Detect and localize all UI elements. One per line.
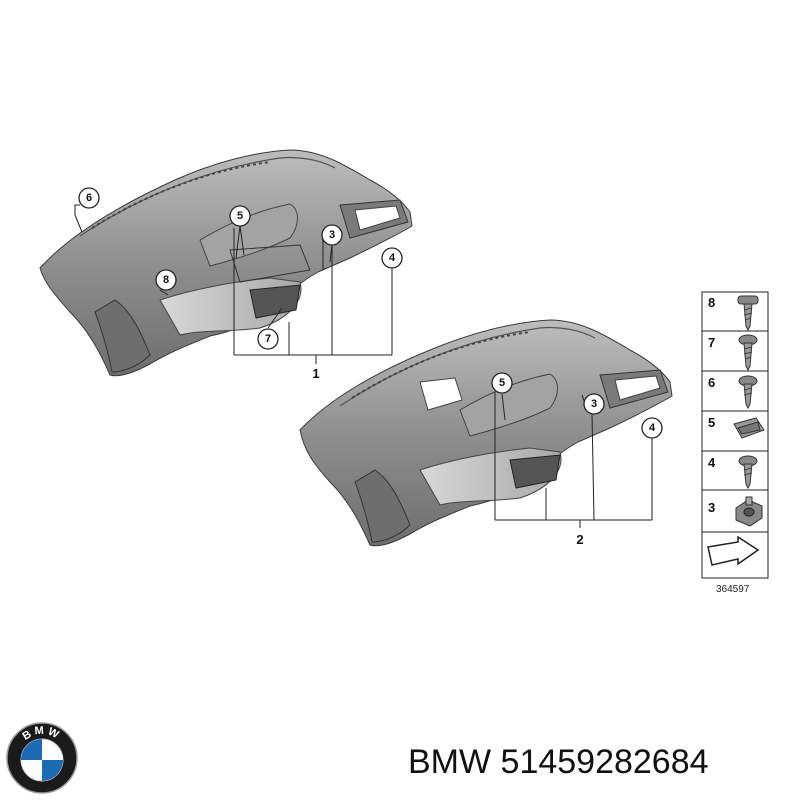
legend-row-5: 5: [708, 415, 765, 439]
svg-text:7: 7: [708, 335, 715, 350]
dashboard-assembly-2: [299, 319, 673, 547]
legend-row-3: 3: [708, 496, 763, 527]
callout-lines-assembly-1: [74, 204, 393, 364]
svg-text:5: 5: [708, 415, 715, 430]
part-number-label: BMW 51459282684: [408, 743, 709, 781]
callout-5: 5: [229, 205, 251, 227]
screw-icon: [738, 455, 758, 490]
callout-3: 3: [321, 224, 343, 246]
callout-7: 7: [257, 328, 279, 350]
callout-3: 3: [583, 393, 605, 415]
callout-8: 8: [155, 269, 177, 291]
clip-icon: [733, 417, 765, 439]
direction-arrow-icon: [707, 535, 760, 566]
dashboard-assembly-1: [39, 149, 413, 377]
svg-text:4: 4: [708, 455, 716, 470]
legend-row-4: 4: [708, 455, 758, 490]
nut-icon: [735, 496, 763, 527]
svg-text:8: 8: [163, 274, 169, 286]
svg-text:7: 7: [265, 333, 271, 345]
svg-text:6: 6: [708, 375, 715, 390]
svg-text:6: 6: [86, 192, 92, 204]
parts-legend: 8 7 6 5: [701, 291, 769, 579]
svg-text:5: 5: [499, 377, 505, 389]
svg-text:4: 4: [389, 252, 396, 264]
assembly-number-2: 2: [576, 532, 583, 547]
screw-icon: [738, 375, 758, 410]
diagram-code: 364597: [716, 584, 750, 595]
svg-text:5: 5: [237, 210, 243, 222]
legend-row-7: 7: [708, 334, 758, 372]
svg-text:3: 3: [708, 500, 715, 515]
assembly-number-1: 1: [312, 366, 319, 381]
callout-6: 6: [78, 187, 100, 209]
legend-row-8: 8: [708, 295, 759, 332]
svg-text:BMW: BMW: [20, 725, 63, 743]
screw-icon: [738, 334, 758, 372]
svg-text:3: 3: [329, 229, 335, 241]
callout-4: 4: [381, 247, 403, 269]
svg-text:8: 8: [708, 295, 715, 310]
svg-text:4: 4: [649, 422, 656, 434]
callout-4: 4: [641, 417, 663, 439]
screw-icon: [737, 295, 759, 332]
callout-5: 5: [491, 372, 513, 394]
bmw-logo: BMW: [6, 722, 78, 794]
legend-row-6: 6: [708, 375, 758, 410]
svg-text:3: 3: [591, 398, 597, 410]
